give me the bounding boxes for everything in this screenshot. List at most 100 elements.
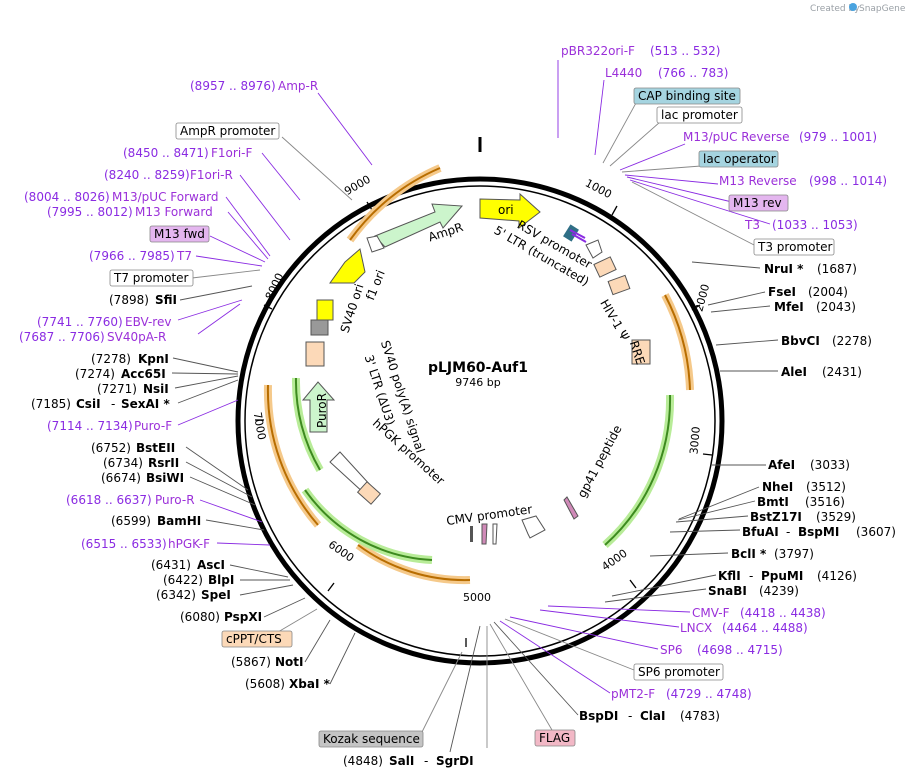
label-nrui-pos: (1687) bbox=[817, 262, 857, 276]
label-sali-pos: (4848) bbox=[343, 754, 383, 768]
label-bsiwi-pos: (6674) bbox=[101, 471, 141, 485]
cap-binding-site-box bbox=[633, 87, 741, 105]
hiv-psi-box bbox=[607, 274, 631, 296]
tick-label-5000: 5000 bbox=[463, 591, 491, 604]
tick-label-7000: 7000 bbox=[251, 411, 269, 441]
sp6-promoter-box bbox=[633, 663, 724, 681]
label-amp-r-range: (8957 .. 8976) bbox=[190, 79, 276, 93]
label-f1ori-f-range: (8450 .. 8471) bbox=[123, 146, 209, 160]
t3-promoter-box bbox=[753, 238, 835, 256]
brand-created-by: Created by bbox=[810, 4, 860, 14]
feature-label-ori: ori bbox=[498, 203, 514, 217]
arc-green-right bbox=[602, 394, 675, 548]
label-l4440: L4440 bbox=[605, 66, 642, 80]
feature-label-sv40-ori: SV40 ori bbox=[338, 282, 367, 334]
label-puro-f-range: (7114 .. 7134) bbox=[47, 419, 133, 433]
tick-label-8000: 8000 bbox=[263, 271, 287, 302]
label-xbai: XbaI * bbox=[289, 677, 331, 691]
label-bspdi-sep: - bbox=[628, 709, 632, 723]
ori-arrow bbox=[479, 192, 541, 230]
label-pspxi: PspXI bbox=[224, 610, 262, 624]
label-pmt2-f-range: (4729 .. 4748) bbox=[666, 687, 752, 701]
label-pmt2-f: pMT2-F bbox=[611, 687, 655, 701]
label-bfuai: BfuAI bbox=[742, 525, 779, 539]
brand-name: SnapGene bbox=[859, 4, 906, 14]
label-bspdi-pos: (4783) bbox=[680, 709, 720, 723]
rre-box bbox=[631, 339, 651, 365]
arc-green-right-line bbox=[604, 394, 672, 546]
label-sali-sep: - bbox=[424, 754, 428, 768]
label-t7: T7 bbox=[176, 249, 192, 263]
label-snabi: SnaBI bbox=[708, 584, 747, 598]
label-m13puc-forward-range: (8004 .. 8026) bbox=[24, 190, 110, 204]
label-kpni: KpnI bbox=[138, 352, 169, 366]
label-hpgk-f-range: (6515 .. 6533) bbox=[81, 537, 167, 551]
feature-label-cmv-promoter: CMV promoter bbox=[445, 502, 533, 528]
leader-lines bbox=[171, 60, 779, 753]
label-m13-reverse-range: (998 .. 1014) bbox=[809, 174, 887, 188]
tick-label-6000: 6000 bbox=[326, 538, 356, 565]
label-asci: AscI bbox=[197, 558, 225, 572]
label-mfei: MfeI bbox=[774, 300, 804, 314]
label-sgrdi: SgrDI bbox=[436, 754, 474, 768]
feature-label-gp41: gp41 peptide bbox=[575, 423, 625, 500]
tick-label-2000: 2000 bbox=[692, 283, 712, 313]
label-spei: SpeI bbox=[201, 588, 231, 602]
label-acc65i: Acc65I bbox=[121, 367, 166, 381]
sv40-polya-box bbox=[305, 341, 325, 367]
label-amp-r: Amp-R bbox=[278, 79, 318, 93]
label-m13puc-reverse: M13/pUC Reverse bbox=[683, 130, 790, 144]
label-csii-sep: - bbox=[111, 397, 115, 411]
label-t3-promoter: T3 promoter bbox=[757, 240, 833, 254]
arc-green-left-line bbox=[294, 377, 321, 471]
label-t7-range: (7966 .. 7985) bbox=[89, 249, 175, 263]
cmv-promoter-arrow bbox=[521, 515, 546, 539]
feature-label-puror: PuroR bbox=[315, 393, 329, 428]
label-acc65i-pos: (7274) bbox=[75, 367, 115, 381]
label-blpi: BlpI bbox=[208, 573, 234, 587]
backbone-inner bbox=[244, 185, 716, 657]
plasmid-name: pLJM60-Auf1 bbox=[428, 360, 528, 376]
label-hpgk-f: hPGK-F bbox=[168, 537, 210, 551]
tick-label-4000: 4000 bbox=[599, 547, 629, 574]
label-lac-operator: lac operator bbox=[703, 152, 776, 166]
ampr-arrow bbox=[374, 203, 464, 248]
label-lncx-range: (4464 .. 4488) bbox=[722, 621, 808, 635]
sv40-ori-box bbox=[316, 299, 334, 321]
label-ebv-rev-range: (7741 .. 7760) bbox=[37, 315, 123, 329]
arc-orange-left-line bbox=[266, 384, 319, 526]
label-nsii: NsiI bbox=[143, 382, 169, 396]
label-cmv-f-range: (4418 .. 4438) bbox=[740, 606, 826, 620]
label-asci-pos: (6431) bbox=[151, 558, 191, 572]
arc-orange-bottom-line bbox=[357, 544, 471, 582]
rsv-promoter-glyph bbox=[563, 224, 603, 259]
label-xbai-pos: (5608) bbox=[245, 677, 285, 691]
cppt-cts-box bbox=[221, 630, 293, 648]
label-nhei: NheI bbox=[762, 480, 793, 494]
label-bstz17i-pos: (3529) bbox=[816, 510, 856, 524]
label-csii-pos: (7185) bbox=[31, 397, 71, 411]
label-bsteii-pos: (6752) bbox=[91, 441, 131, 455]
label-sfii: SfiI bbox=[155, 293, 177, 307]
label-bmti-pos: (3516) bbox=[805, 495, 845, 509]
label-f1ori-r-range: (8240 .. 8259) bbox=[104, 168, 190, 182]
label-clai: ClaI bbox=[640, 709, 665, 723]
tick-label-1000: 1000 bbox=[583, 177, 614, 202]
label-sv40pa-r: SV40pA-R bbox=[107, 330, 166, 344]
label-lac-promoter: lac promoter bbox=[661, 108, 738, 122]
label-afei-pos: (3033) bbox=[810, 458, 850, 472]
lac-promoter-box bbox=[656, 106, 743, 124]
label-pspxi-pos: (6080) bbox=[180, 610, 220, 624]
label-alei-pos: (2431) bbox=[822, 365, 862, 379]
label-t3: T3 bbox=[744, 218, 760, 232]
bottom-small-features bbox=[470, 523, 498, 545]
label-snabi-pos: (4239) bbox=[759, 584, 799, 598]
label-cap-binding-site: CAP binding site bbox=[638, 89, 736, 103]
label-puro-r: Puro-R bbox=[155, 493, 195, 507]
t7-promoter-box bbox=[109, 269, 194, 287]
label-sali: SalI bbox=[389, 754, 414, 768]
gp41-peptide-box bbox=[563, 496, 579, 520]
label-alei: AleI bbox=[781, 365, 807, 379]
label-mfei-pos: (2043) bbox=[816, 300, 856, 314]
label-afei: AfeI bbox=[768, 458, 795, 472]
